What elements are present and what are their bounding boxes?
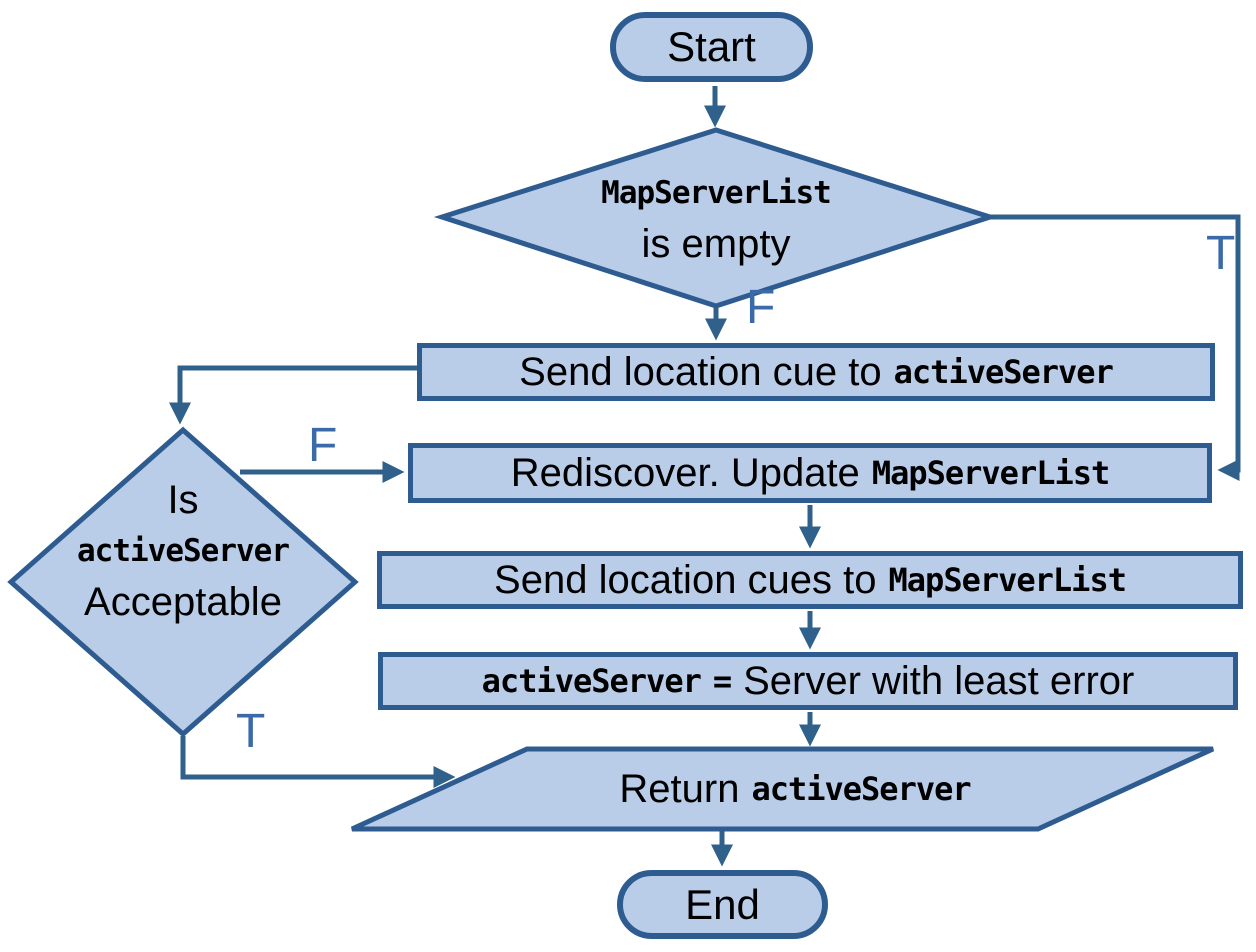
rediscover-code: MapServerList — [871, 454, 1110, 492]
edge-decision-true-right — [988, 214, 1241, 482]
process-send-cues-mapserverlist: Send location cues to MapServerList — [377, 551, 1243, 609]
start-label: Start — [667, 23, 756, 70]
edge-label-empty-true: T — [1206, 227, 1236, 280]
end-label: End — [685, 880, 760, 928]
process-assign-activeserver: activeServer = Server with least error — [378, 652, 1238, 710]
edge-label-acceptable-true: T — [236, 705, 266, 758]
edge-acceptable-true-to-return — [180, 736, 456, 789]
start-node: Start — [610, 12, 813, 82]
assign-text: Server with least error — [743, 658, 1135, 703]
send-cues-text: Send location cues to — [494, 557, 877, 602]
send-cue-text: Send location cue to — [519, 349, 882, 394]
process-send-cue-activeserver: Send location cue to activeServer — [417, 343, 1215, 401]
edge-sendcue-to-acceptable — [168, 365, 417, 425]
process-rediscover-update: Rediscover. Update MapServerList — [408, 443, 1212, 503]
rediscover-text: Rediscover. Update — [510, 450, 860, 495]
decision-mapserverlist-empty-shape — [433, 127, 999, 309]
edge-label-empty-false: F — [746, 281, 776, 334]
end-node: End — [617, 870, 828, 939]
edge-label-acceptable-false: F — [308, 419, 338, 472]
decision-activeserver-acceptable-shape — [7, 426, 359, 738]
send-cue-code: activeServer — [893, 353, 1114, 391]
assign-operator: = — [712, 662, 732, 700]
assign-code: activeServer — [481, 662, 702, 700]
io-return-activeserver-shape — [350, 746, 1215, 832]
send-cues-code: MapServerList — [888, 561, 1127, 599]
